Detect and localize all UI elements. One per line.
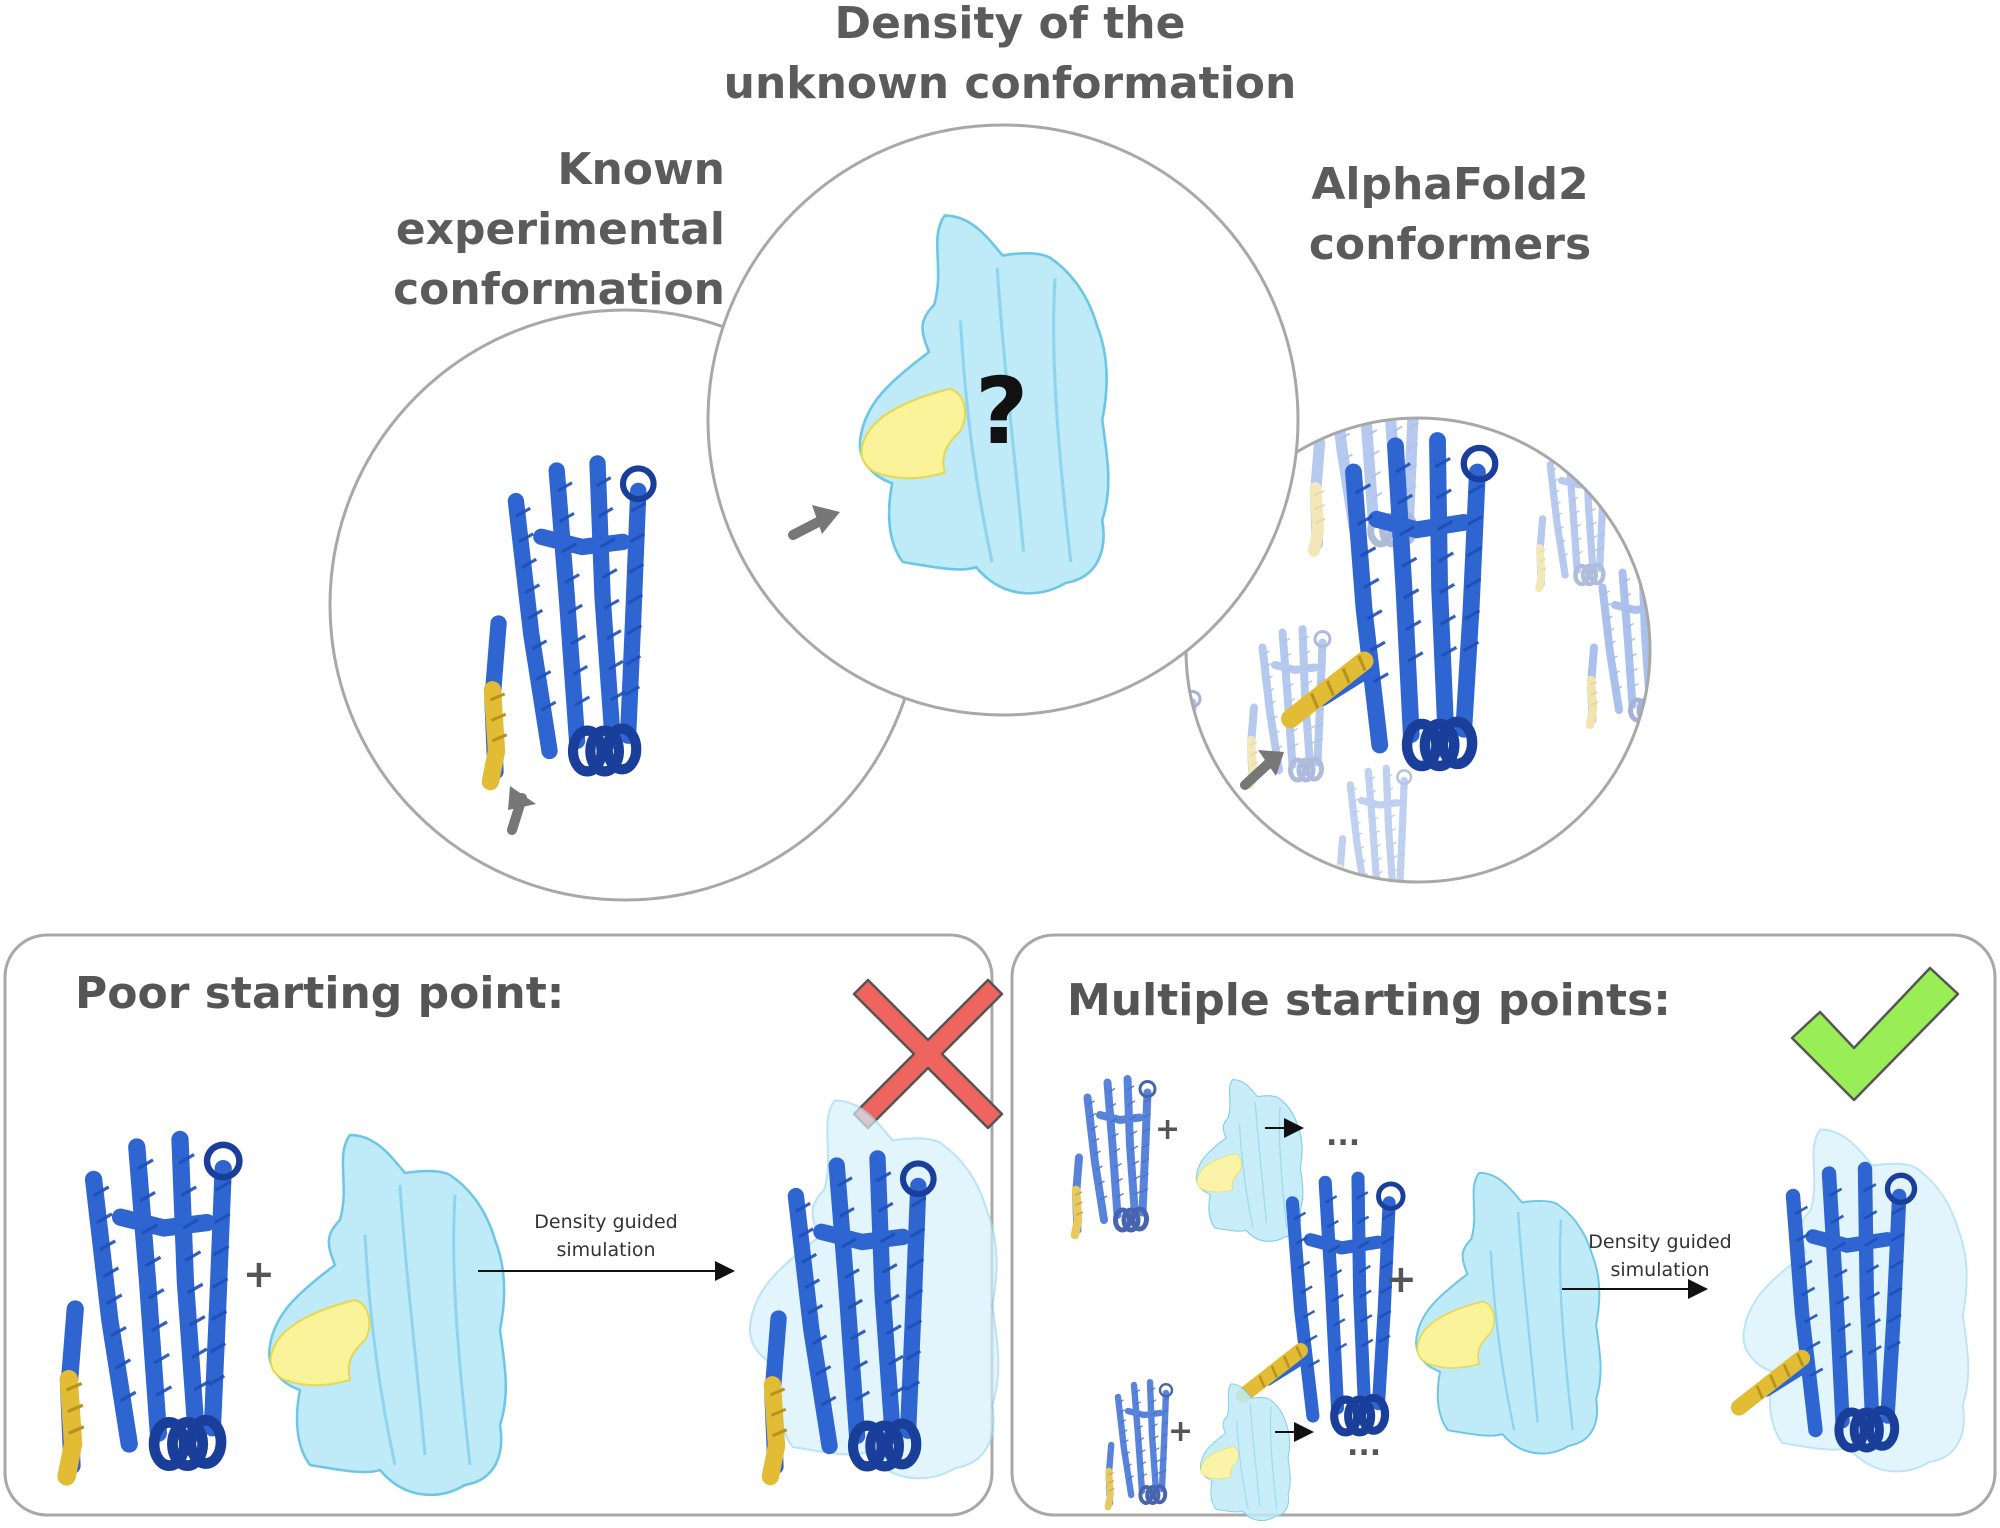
small-bottom-ellipsis: ... [1347, 1428, 1382, 1463]
poor-start-arrow-label: Density guided simulation [506, 1208, 706, 1264]
arrow-icon [1240, 750, 1284, 790]
known-title-line1: Known [557, 144, 725, 195]
small-start-top [1075, 1079, 1304, 1243]
small-top-ellipsis: ... [1326, 1118, 1361, 1153]
multiple-start-arrow-label-line1: Density guided [1588, 1231, 1732, 1253]
multiple-start-title: Multiple starting points: [1067, 975, 1671, 1026]
small-bottom-plus: + [1168, 1414, 1194, 1449]
density-title-line1: Density of the [834, 0, 1186, 49]
density-circle [706, 123, 1300, 717]
small-top-plus: + [1155, 1112, 1181, 1147]
main-start-plus: + [1385, 1257, 1417, 1301]
poor-start-arrow-label-line1: Density guided [534, 1211, 678, 1233]
poor-start-title: Poor starting point: [75, 968, 565, 1019]
cross-icon [852, 978, 1004, 1130]
alphafold-circle [1184, 416, 1652, 884]
question-mark: ? [975, 358, 1029, 465]
known-title-line2: experimental [395, 204, 725, 255]
multiple-start-arrow-label: Density guided simulation [1560, 1228, 1760, 1284]
alphafold-title-line1: AlphaFold2 [1311, 159, 1589, 210]
multiple-start-arrow-label-line2: simulation [1610, 1259, 1710, 1281]
poor-start-plus: + [243, 1252, 275, 1296]
check-icon [1790, 966, 1960, 1102]
arrow-icon [788, 505, 840, 540]
main-start [1243, 1173, 1708, 1455]
known-title: Known experimental conformation [360, 140, 725, 320]
density-title: Density of the unknown conformation [690, 0, 1330, 114]
density-title-line2: unknown conformation [723, 58, 1297, 109]
poor-start-arrow-label-line2: simulation [556, 1239, 656, 1261]
small-start-bottom [1108, 1382, 1314, 1522]
alphafold-title-line2: conformers [1308, 219, 1592, 270]
alphafold-title: AlphaFold2 conformers [1270, 155, 1630, 275]
arrow-icon [507, 786, 536, 835]
known-title-line3: conformation [393, 264, 725, 315]
